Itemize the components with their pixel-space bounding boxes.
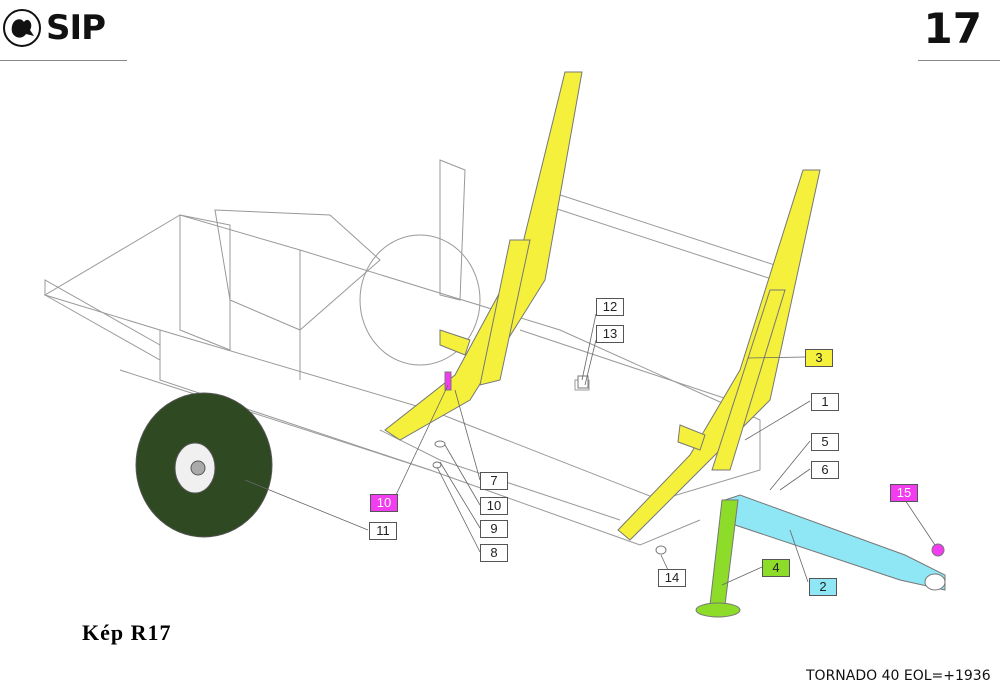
wheel-part-11 [135,392,273,538]
callout-7: 7 [480,472,508,490]
small-parts [432,371,945,557]
callout-6: 6 [811,461,839,479]
callout-9: 9 [480,520,508,538]
cylinder-part-2 [719,494,946,591]
callout-12: 12 [596,298,624,316]
callout-13: 13 [596,325,624,343]
callout-2: 2 [809,578,837,596]
callout-3: 3 [805,349,833,367]
callout-14: 14 [658,569,686,587]
brand-name: SIP [46,8,106,48]
callout-10-highlighted: 10 [370,494,398,512]
sip-logo: SIP [2,8,106,48]
callout-10: 10 [480,497,508,515]
callout-4: 4 [762,559,790,577]
lift-arm-left [384,71,583,441]
callout-8: 8 [480,544,508,562]
figure-caption: Kép R17 [82,620,172,645]
callout-15: 15 [890,484,918,502]
frame-outline [43,159,791,546]
header-divider-right [918,60,1000,61]
header-divider-left [0,60,127,61]
sip-emblem-icon [3,9,41,47]
callout-11: 11 [369,522,397,540]
callout-5: 5 [811,433,839,451]
leader-lines [244,313,936,586]
callout-1: 1 [811,393,839,411]
model-footer: TORNADO 40 EOL=+1936 [806,668,991,684]
page-number: 17 [923,4,982,53]
lift-arm-right [617,169,821,541]
support-leg-part-4 [695,499,741,618]
